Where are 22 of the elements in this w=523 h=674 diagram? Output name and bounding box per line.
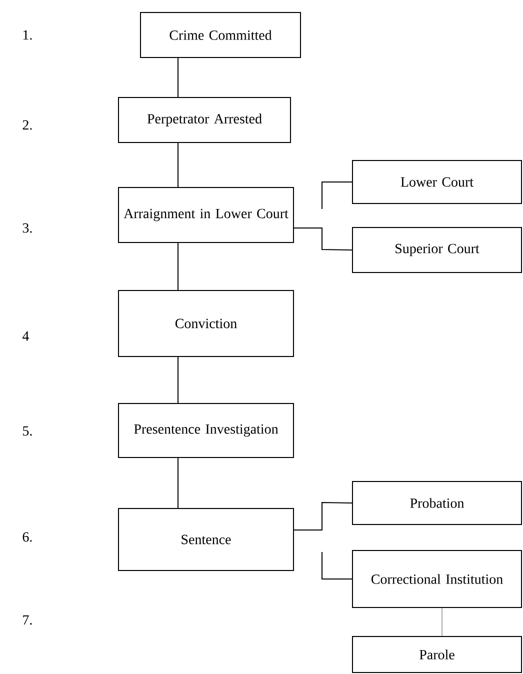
connector-line bbox=[322, 182, 352, 210]
process-box: Conviction bbox=[118, 290, 294, 357]
process-box: Lower Court bbox=[352, 160, 522, 204]
step-number: 3. bbox=[22, 223, 32, 233]
connector-line bbox=[322, 552, 352, 580]
process-box: Arraignment in Lower Court bbox=[118, 187, 294, 243]
step-number: 1. bbox=[23, 30, 32, 40]
connector-line bbox=[294, 502, 352, 530]
process-box: Probation bbox=[352, 481, 522, 525]
process-box: Presentence Investigation bbox=[118, 403, 294, 458]
step-number: 2. bbox=[22, 120, 32, 130]
process-box: Crime Committed bbox=[140, 12, 301, 58]
step-number: 4 bbox=[22, 331, 29, 341]
process-box: Perpetrator Arrested bbox=[118, 97, 291, 143]
process-box: Sentence bbox=[118, 508, 294, 571]
step-number: 7. bbox=[23, 615, 32, 625]
process-box: Superior Court bbox=[352, 227, 522, 273]
step-number: 6. bbox=[22, 532, 32, 542]
process-box: Parole bbox=[352, 636, 522, 673]
connector-line bbox=[294, 228, 352, 250]
step-number: 5. bbox=[23, 426, 32, 436]
process-box: Correctional Institution bbox=[352, 550, 522, 608]
